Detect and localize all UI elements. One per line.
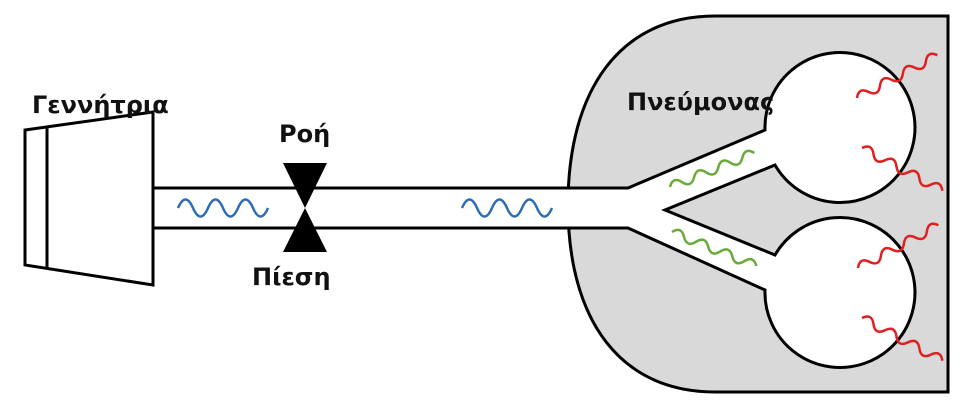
flow-wave-right	[460, 198, 554, 218]
bowtie-valve-icon	[283, 163, 327, 252]
exchange-wave-3	[856, 222, 939, 269]
pressure-label: Πίεση	[252, 263, 331, 291]
lung-label: Πνεύμονας	[627, 88, 774, 116]
bronchus-wave-lower	[671, 228, 758, 267]
exchange-wave-4	[861, 315, 944, 361]
exchange-wave-2	[861, 145, 944, 191]
exchange-wave-1	[855, 52, 938, 99]
bronchus-wave-upper	[668, 149, 756, 188]
flow-label: Ροή	[279, 120, 330, 148]
airway	[151, 51, 917, 369]
generator-icon	[23, 110, 155, 287]
flow-wave-left	[176, 198, 270, 218]
generator-label: Γεννήτρια	[32, 91, 169, 119]
